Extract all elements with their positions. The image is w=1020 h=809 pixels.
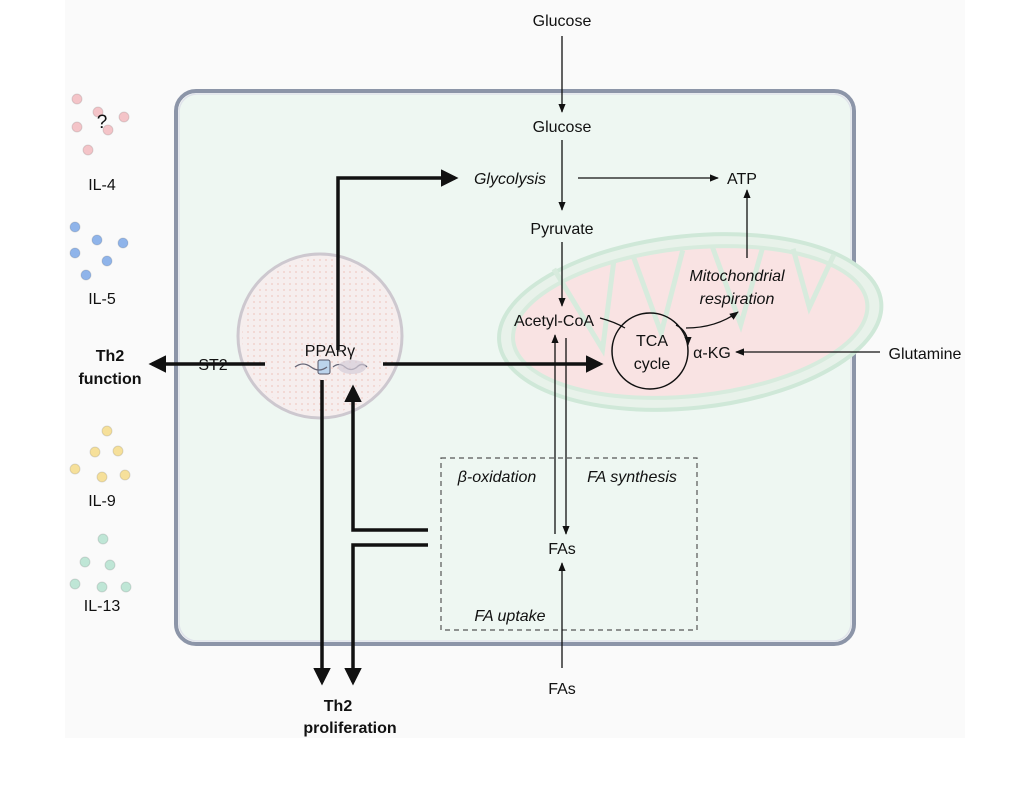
cytokine-dot: [119, 469, 131, 481]
atp-label: ATP: [727, 171, 757, 188]
cytokine-dot: [89, 446, 101, 458]
dna-icon: [294, 359, 368, 375]
cytokine-il13: IL-13: [69, 533, 132, 615]
glucose-label: Glucose: [533, 119, 592, 136]
tca-label-1: TCA: [636, 333, 668, 350]
cytokine-dot: [80, 269, 92, 281]
fa-metabolism-box: [440, 457, 698, 631]
cytokine-dot: [112, 445, 124, 457]
cytokine-dot: [101, 255, 113, 267]
cytokine-il9: IL-9: [69, 425, 131, 510]
beta-oxidation-label: β-oxidation: [457, 469, 537, 486]
mito-respiration-label-1: Mitochondrial: [689, 268, 785, 285]
fas-to-proliferation-arrow: [344, 543, 428, 686]
pparg-to-glycolysis-arrow: [336, 169, 459, 350]
cytokine-dot: [101, 425, 113, 437]
cytokine-dot: [97, 533, 109, 545]
cell-membrane-outer: [174, 89, 856, 646]
cytokine-dot: [71, 93, 83, 105]
cytokine-il5: IL-5: [69, 221, 129, 308]
tca-to-respiration-arrow: [685, 311, 739, 329]
cytokine-legend: ? IL-4 IL-5 IL-9 IL-13: [69, 93, 132, 615]
cytokine-label: IL-9: [88, 493, 116, 510]
acetyl-coa-label: Acetyl-CoA: [514, 313, 594, 330]
cytokine-dot: [69, 247, 81, 259]
akg-label: α-KG: [693, 345, 731, 362]
cytokine-dot: [120, 581, 132, 593]
tca-label-2: cycle: [634, 356, 671, 373]
unknown-question-mark: ?: [97, 112, 108, 133]
cytokine-dot: [96, 581, 108, 593]
fas-outside-label: FAs: [548, 681, 576, 698]
fa-uptake-label: FA uptake: [474, 608, 545, 625]
th2-function-label-1: Th2: [96, 348, 125, 365]
mito-respiration-label-2: respiration: [700, 291, 775, 308]
cytokine-dot: [79, 556, 91, 568]
pyruvate-label: Pyruvate: [530, 221, 593, 238]
fas-to-pparg-arrow: [344, 384, 428, 532]
st2-label: ST2: [198, 357, 227, 374]
cytokine-label: IL-5: [88, 291, 116, 308]
th2-proliferation-label-1: Th2: [324, 698, 353, 715]
cytokine-dot: [104, 559, 116, 571]
cytokine-dot: [102, 124, 114, 136]
glucose-outside-label: Glucose: [533, 13, 592, 30]
th2-proliferation-label-2: proliferation: [303, 720, 396, 737]
cytokine-dot: [69, 221, 81, 233]
cytokine-label: IL-13: [84, 598, 121, 615]
glycolysis-label: Glycolysis: [474, 171, 546, 188]
cytokine-dot: [69, 578, 81, 590]
tca-cycle-circle: [611, 312, 689, 390]
cytokine-label: IL-4: [88, 177, 116, 194]
cytokine-dot: [117, 237, 129, 249]
glutamine-label: Glutamine: [889, 346, 962, 363]
pparg-label: PPARγ: [305, 343, 355, 360]
cytokine-dot: [96, 471, 108, 483]
acetylcoa-to-tca-curve: [599, 317, 626, 329]
cytokine-dot: [82, 144, 94, 156]
nucleus: [236, 252, 404, 420]
cytokine-dot: [118, 111, 130, 123]
fa-synthesis-label: FA synthesis: [587, 469, 677, 486]
cytokine-dot: [69, 463, 81, 475]
fas-label: FAs: [548, 541, 576, 558]
cytokine-dot: [71, 121, 83, 133]
cytokine-il4: ? IL-4: [71, 93, 130, 194]
cytokine-dot: [92, 106, 104, 118]
cytokine-dot: [91, 234, 103, 246]
th2-function-label-2: function: [78, 371, 141, 388]
